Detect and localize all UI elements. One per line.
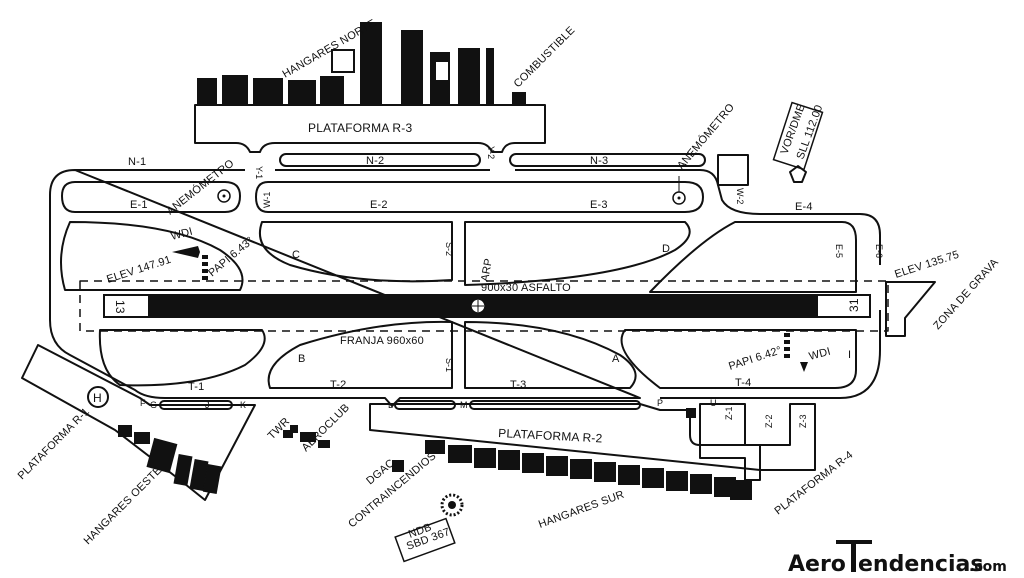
apron-r3 [194, 104, 546, 153]
label-runway-spec: 900x30 ASFALTO [481, 282, 571, 294]
label-plataforma-r4: PLATAFORMA R-4 [772, 449, 855, 518]
label-arp: ARP [479, 258, 495, 283]
ndb-freq-box [394, 517, 456, 563]
lobe-west-south [98, 329, 266, 387]
taxiway-y1: Y-1 [254, 166, 264, 179]
label-plataforma-r2: PLATAFORMA R-2 [498, 426, 603, 445]
watermark-aero: Aero [788, 552, 846, 577]
taxiway-y2: Y-2 [486, 146, 496, 159]
hangares-sur-blocks [425, 408, 752, 500]
taxiway-z2: Z-2 [764, 415, 774, 429]
taxiway-s1: S-1 [444, 358, 454, 372]
taxiway-n3: N-3 [590, 155, 608, 167]
label-wdi-west: WDI [170, 226, 194, 243]
hangares-norte-blocks [197, 22, 526, 106]
runway-31: 31 [847, 298, 861, 312]
taxiway-e1: E-1 [130, 199, 148, 211]
lobe-d [464, 221, 691, 286]
taxiway-perimeter [49, 169, 881, 407]
taxiway-s2: S-2 [444, 242, 454, 256]
papi-west [202, 255, 208, 280]
label-combustible: COMBUSTIBLE [512, 24, 578, 90]
taxiway-z1: Z-1 [724, 407, 734, 421]
label-franja: FRANJA 960x60 [340, 335, 424, 347]
label-zona-grava: ZONA DE GRAVA [931, 256, 1001, 332]
lobe-east-north [649, 221, 857, 293]
taxiway-c: C [292, 249, 300, 261]
runway-strip [79, 280, 889, 332]
taxiway-p: P [657, 398, 663, 408]
taxiway-d: D [662, 243, 670, 255]
taxiway-e5: E-5 [834, 244, 844, 258]
taxiway-u: U [710, 398, 717, 408]
label-plataforma-r1: PLATAFORMA R-1 [16, 406, 92, 482]
lobe-west-north [60, 221, 244, 291]
lobe-c [258, 221, 453, 283]
label-hangares-sur: HANGARES SUR [537, 489, 626, 531]
apron-r4 [699, 403, 816, 481]
lobe-b [267, 320, 453, 389]
taxiway-t3: T-3 [510, 379, 527, 391]
taxiway-e6: E-6 [874, 244, 884, 258]
taxiway-t4: T-4 [735, 377, 752, 389]
label-papi-east: PAPI 6.42° [727, 344, 783, 372]
label-anemometro-1: ANEMÓMETRO [164, 156, 237, 217]
taxiway-j: J [205, 400, 210, 410]
apron-r1 [21, 344, 256, 501]
label-heliport: H [93, 391, 102, 405]
island-n2 [279, 153, 481, 167]
label-plataforma-r3: PLATAFORMA R-3 [308, 121, 412, 135]
taxiway-n1: N-1 [128, 156, 146, 168]
taxiway-e4: E-4 [795, 201, 813, 213]
taxiway-i: I [848, 349, 851, 361]
taxiway-f: F [140, 398, 146, 408]
watermark: Aero endencias .com [788, 540, 1007, 577]
watermark-endencias: endencias [858, 552, 983, 577]
taxiway-e3: E-3 [590, 199, 608, 211]
lobe-a [464, 321, 637, 389]
taxiway-n2: N-2 [366, 155, 384, 167]
island-n3 [509, 153, 706, 167]
runway [103, 294, 871, 318]
taxiway-w1: W-1 [262, 192, 272, 208]
lobe-east-south [620, 329, 857, 389]
taxiway-a: A [612, 353, 620, 365]
wdi-west-symbol [172, 246, 200, 258]
ndb-symbol [440, 493, 464, 517]
taxiway-g: G [150, 400, 157, 410]
taxiway-k: K [240, 400, 246, 410]
runway-13: 13 [113, 300, 127, 314]
twr-aeroclub-blocks [283, 425, 404, 472]
taxiway-t2: T-2 [330, 379, 347, 391]
hangares-oeste-blocks [118, 425, 222, 495]
taxiway-e2: E-2 [370, 199, 388, 211]
taxiway-m: M [460, 400, 468, 410]
taxiway-w2: W-2 [735, 188, 745, 204]
taxiway-l: L [388, 400, 393, 410]
label-papi-west: PAPI 6.43° [206, 235, 256, 280]
gravel-zone [885, 281, 936, 337]
label-wdi-east: WDI [808, 346, 832, 363]
papi-east [784, 333, 790, 358]
label-twr: TWR [266, 415, 293, 442]
island-e2-e3 [255, 181, 704, 213]
island-e1 [61, 181, 241, 213]
heliport [87, 386, 109, 408]
taxiway-z3: Z-3 [798, 415, 808, 429]
anemometer-1-symbol [217, 189, 231, 203]
label-elev-east: ELEV 135.75 [893, 249, 960, 281]
taxiway-t1: T-1 [188, 381, 205, 393]
vor-freq-box [772, 101, 824, 171]
w2-box [717, 154, 749, 186]
taxiway-b: B [298, 353, 306, 365]
label-hangares-oeste: HANGARES OESTE [82, 464, 165, 547]
wdi-east-symbol [800, 362, 808, 372]
watermark-com: .com [969, 559, 1007, 575]
